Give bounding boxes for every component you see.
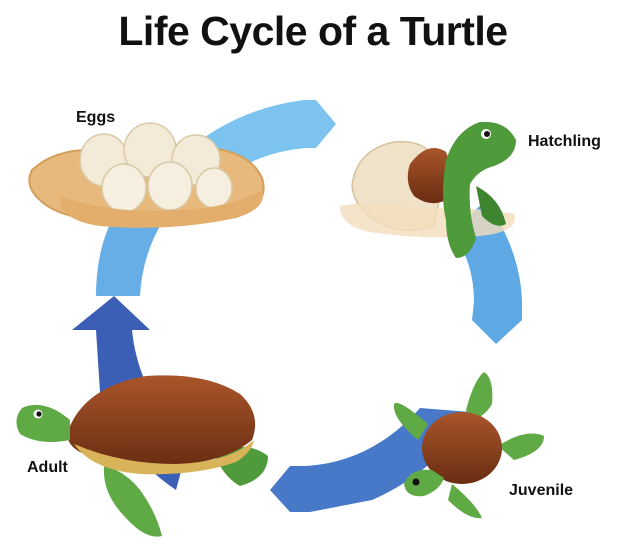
egg xyxy=(147,161,193,211)
juvenile-flipper-front-right xyxy=(466,372,493,420)
adult-pupil xyxy=(36,411,42,417)
juvenile-flipper-back-left xyxy=(448,484,482,519)
stage-label-eggs: Eggs xyxy=(76,109,116,126)
hatchling-flipper xyxy=(476,186,506,226)
adult-plastron xyxy=(74,440,254,475)
diagram-title: Life Cycle of a Turtle xyxy=(118,8,508,54)
stage-label-juvenile: Juvenile xyxy=(509,482,574,499)
juvenile-flipper-back-right xyxy=(498,433,544,460)
hatchling-body xyxy=(443,121,516,259)
hatchling-turtle xyxy=(340,121,516,259)
juvenile-shell xyxy=(422,412,502,484)
hatchling-shell xyxy=(407,148,451,204)
juvenile-eye xyxy=(412,478,420,486)
adult-flipper-front xyxy=(103,466,162,537)
juvenile-turtle xyxy=(393,372,544,519)
adult-head xyxy=(16,404,71,442)
stage-label-adult: Adult xyxy=(27,459,68,476)
egg xyxy=(195,167,233,209)
stage-label-hatchling: Hatchling xyxy=(528,133,601,150)
hatchling-pupil xyxy=(484,131,490,137)
eggs-nest xyxy=(28,122,265,228)
egg xyxy=(101,163,147,213)
sand-front xyxy=(59,190,263,228)
adult-turtle xyxy=(16,375,268,537)
adult-shell xyxy=(67,375,256,467)
juvenile-flipper-front-left xyxy=(393,402,428,440)
juvenile-head xyxy=(404,469,444,497)
arrow-ring-segment-left xyxy=(96,206,160,296)
